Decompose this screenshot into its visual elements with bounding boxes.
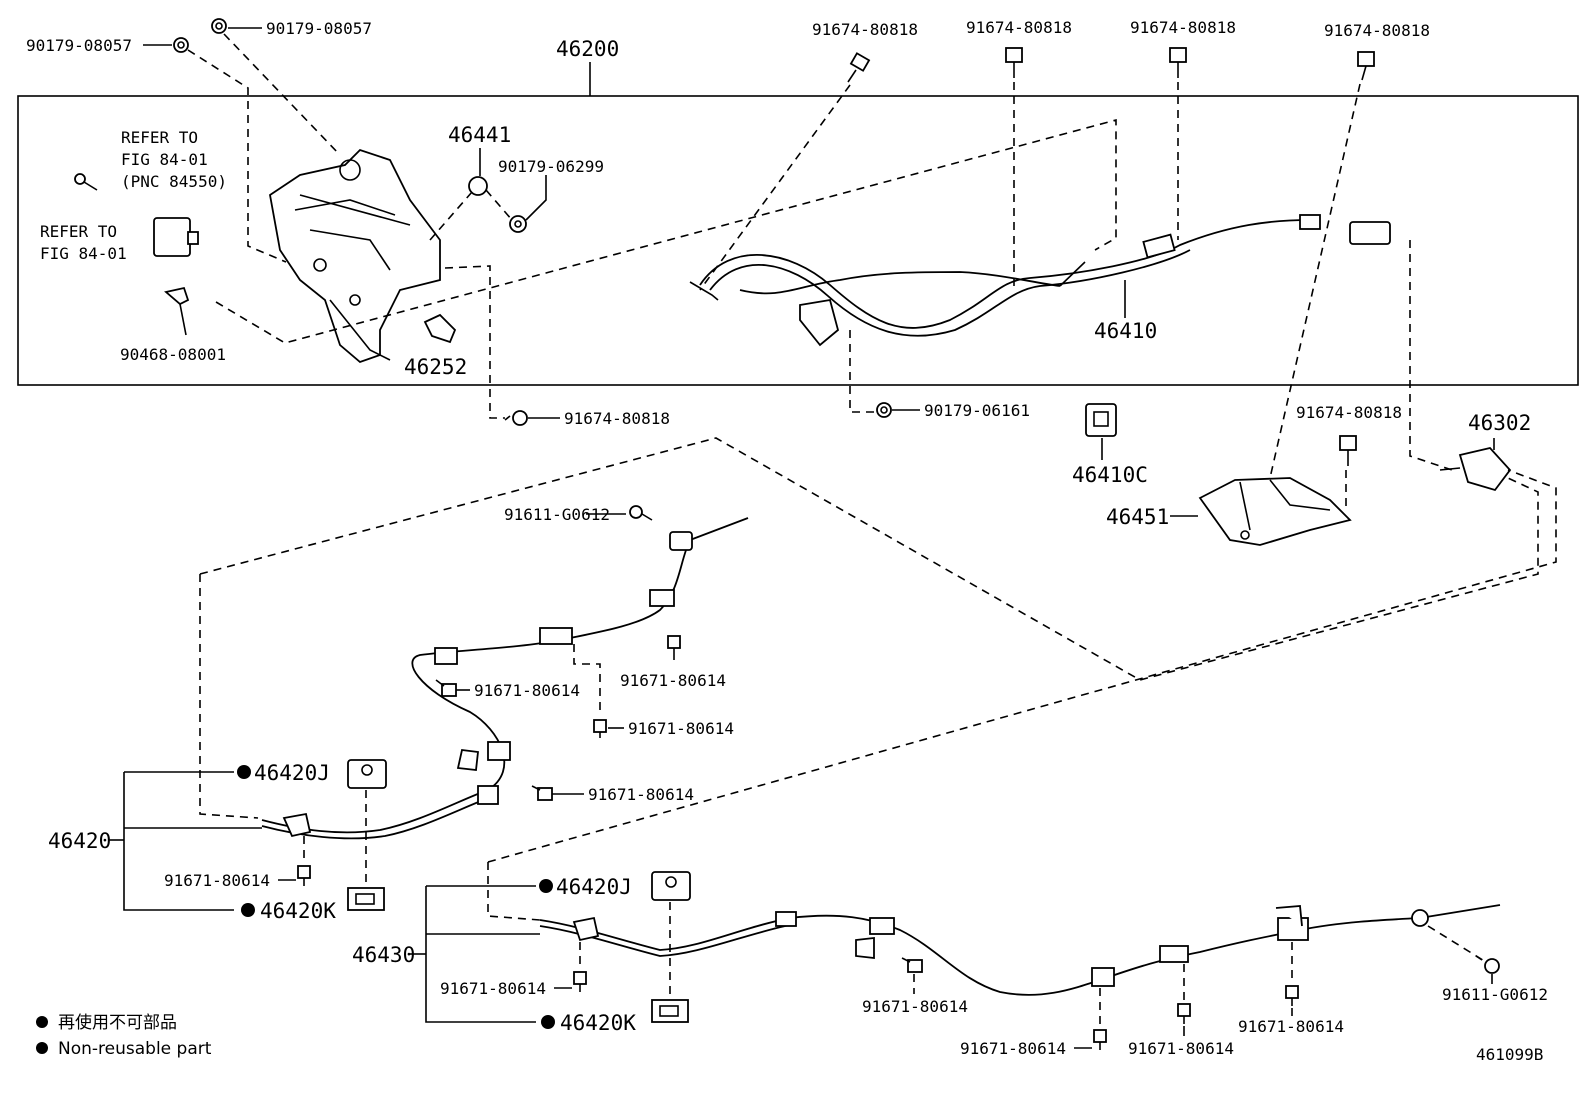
legend-text-jp: 再使用不可部品 xyxy=(58,1012,177,1033)
part-label-46410c: 46410C xyxy=(1072,463,1148,487)
cable-46410-icon xyxy=(689,214,1391,347)
part-label-91671-80614-h: 91671-80614 xyxy=(960,1039,1066,1058)
legend-dot-en xyxy=(36,1042,48,1054)
part-label-90179-08057-top: 90179-08057 xyxy=(266,19,372,38)
part-label-46430: 46430 xyxy=(352,943,415,967)
part-label-91674-80818-right: 91674-80818 xyxy=(1296,403,1402,422)
bolt-91671-80614-e-icon xyxy=(297,865,311,886)
part-label-91671-80614-j: 91671-80614 xyxy=(1238,1017,1344,1036)
bolt-91674-80818-1-icon xyxy=(847,52,871,83)
refer-note-a-line3: (PNC 84550) xyxy=(121,172,227,191)
bolt-91674-80818-3-icon xyxy=(1169,47,1187,78)
refer-note-b-line1: REFER TO xyxy=(40,222,117,241)
part-label-46410: 46410 xyxy=(1094,319,1157,343)
part-label-90179-08057-left: 90179-08057 xyxy=(26,36,132,55)
part-label-91671-80614-a: 91671-80614 xyxy=(474,681,580,700)
part-label-91671-80614-d: 91671-80614 xyxy=(588,785,694,804)
legend-text-en: Non-reusable part xyxy=(58,1039,212,1059)
parking-brake-pedal-assembly-icon xyxy=(269,148,441,364)
bolt-91671-80614-i-icon xyxy=(1177,1003,1191,1024)
bolt-91671-80614-d-icon xyxy=(531,785,553,801)
bolt-91671-80614-b-icon xyxy=(667,635,681,660)
part-label-46441: 46441 xyxy=(448,123,511,147)
part-label-91674-80818-3: 91674-80818 xyxy=(1130,18,1236,37)
nut-90179-08057-top xyxy=(211,18,227,34)
nut-90179-06161-icon xyxy=(876,402,892,418)
bracket-46252-icon xyxy=(423,313,457,344)
part-label-91611-g0612-b: 91611-G0612 xyxy=(1442,985,1548,1004)
diagram-code: 461099B xyxy=(1476,1045,1543,1064)
legend-dot-jp xyxy=(36,1016,48,1028)
bolt-91671-80614-f-icon xyxy=(573,971,587,992)
refer-note-a-line1: REFER TO xyxy=(121,128,198,147)
part-label-46420j-a: 46420J xyxy=(254,761,330,785)
non-reusable-dot-46420k-a xyxy=(241,903,255,917)
bracket-46451-icon xyxy=(1198,477,1352,546)
bolt-91671-80614-h-icon xyxy=(1093,1029,1107,1050)
part-label-91671-80614-f: 91671-80614 xyxy=(440,979,546,998)
bolt-91671-80614-g-icon xyxy=(901,957,923,973)
part-label-90179-06299: 90179-06299 xyxy=(498,157,604,176)
bolt-91671-80614-a-icon xyxy=(435,679,457,697)
nut-46441-icon xyxy=(468,176,488,196)
bolt-91674-80818-right-icon xyxy=(1339,435,1357,466)
part-label-91674-80818-4: 91674-80818 xyxy=(1324,21,1430,40)
bolt-91671-80614-j-icon xyxy=(1285,985,1299,1006)
refer-note-a-line2: FIG 84-01 xyxy=(121,150,208,169)
non-reusable-dot-46420j-b xyxy=(539,879,553,893)
part-label-46302: 46302 xyxy=(1468,411,1531,435)
bolt-91611-g0612-b-icon xyxy=(1475,955,1500,974)
part-label-90468-08001: 90468-08001 xyxy=(120,345,226,364)
cable-46430-icon xyxy=(539,904,1501,996)
equalizer-46302-icon xyxy=(1439,447,1512,492)
part-label-91671-80614-e: 91671-80614 xyxy=(164,871,270,890)
nut-90179-08057-left xyxy=(173,37,189,53)
clip-90468-08001-icon xyxy=(164,286,190,306)
part-label-91671-80614-g: 91671-80614 xyxy=(862,997,968,1016)
clip-46420j-b-icon xyxy=(651,871,691,901)
part-label-91671-80614-b: 91671-80614 xyxy=(620,671,726,690)
clip-46420k-b-icon xyxy=(651,999,689,1023)
part-label-90179-06161: 90179-06161 xyxy=(924,401,1030,420)
part-label-91611-g0612-a: 91611-G0612 xyxy=(504,505,610,524)
part-label-46420j-b: 46420J xyxy=(556,875,632,899)
part-label-91674-80818-mid: 91674-80818 xyxy=(564,409,670,428)
clip-46420j-a-icon xyxy=(347,759,387,789)
part-label-91674-80818-2: 91674-80818 xyxy=(966,18,1072,37)
refer-note-b-line2: FIG 84-01 xyxy=(40,244,127,263)
bolt-91611-g0612-a-icon xyxy=(629,505,653,521)
part-label-46420k-a: 46420K xyxy=(260,899,336,923)
part-label-46200: 46200 xyxy=(556,37,619,61)
cable-46420-icon xyxy=(261,517,749,840)
bolt-91674-80818-4-icon xyxy=(1357,51,1375,81)
screw-refer-icon xyxy=(74,173,98,191)
non-reusable-dot-46420j-a xyxy=(237,765,251,779)
part-label-46420: 46420 xyxy=(48,829,111,853)
assembly-frame-46200 xyxy=(17,95,1579,386)
part-label-91671-80614-i: 91671-80614 xyxy=(1128,1039,1234,1058)
bolt-91674-80818-mid-icon xyxy=(504,410,528,426)
non-reusable-dot-46420k-b xyxy=(541,1015,555,1029)
part-label-91674-80818-1: 91674-80818 xyxy=(812,20,918,39)
switch-connector-icon xyxy=(153,217,199,257)
part-label-46420k-b: 46420K xyxy=(560,1011,636,1035)
part-label-46252: 46252 xyxy=(404,355,467,379)
part-label-91671-80614-c: 91671-80614 xyxy=(628,719,734,738)
clip-46420k-a-icon xyxy=(347,887,385,911)
bolt-91671-80614-c-icon xyxy=(593,719,607,738)
part-label-46451: 46451 xyxy=(1106,505,1169,529)
bolt-91674-80818-2-icon xyxy=(1005,47,1023,78)
nut-90179-06299-icon xyxy=(509,215,527,233)
clip-46410c-icon xyxy=(1085,403,1117,437)
